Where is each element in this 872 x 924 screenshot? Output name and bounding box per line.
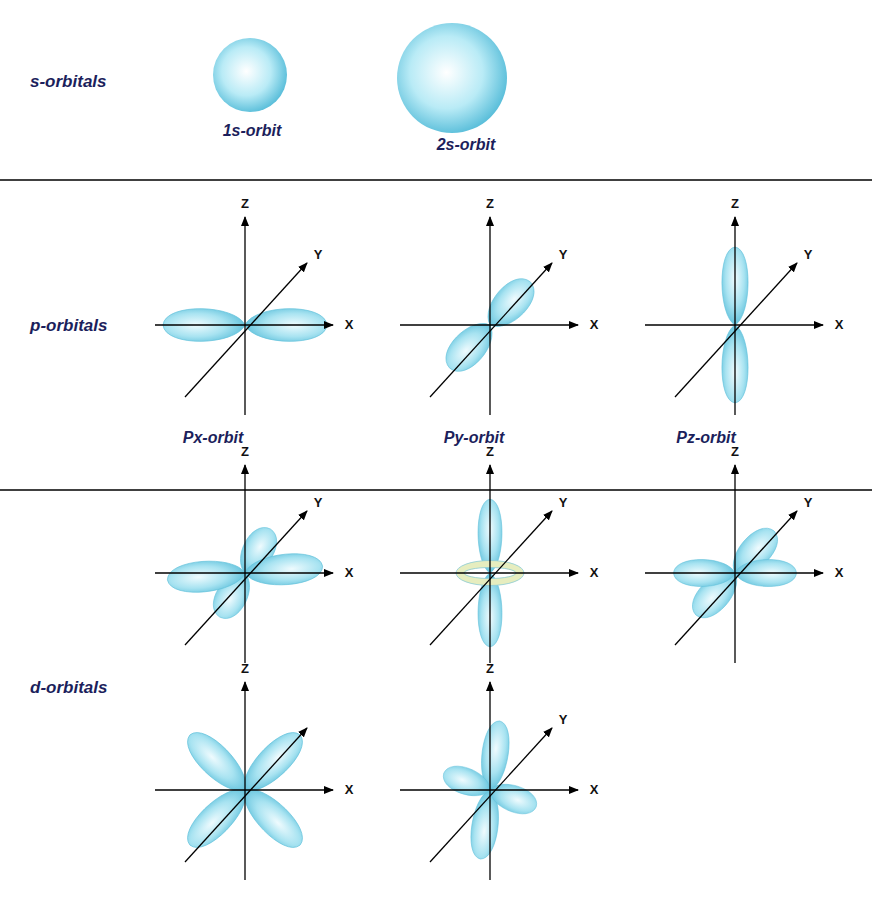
axis-label: X xyxy=(590,318,599,332)
dxz-orbital xyxy=(155,682,333,880)
axis-label: Y xyxy=(314,496,323,510)
axis-label: X xyxy=(835,318,844,332)
dyz-orbital xyxy=(400,682,578,880)
axis-label: X xyxy=(345,566,354,580)
orbital-name: Px-orbit xyxy=(183,429,243,447)
axis-label: X xyxy=(590,566,599,580)
pz-orbital xyxy=(645,217,823,415)
axis-label: Z xyxy=(486,197,494,211)
axis-label: X xyxy=(345,318,354,332)
axis-label: Y xyxy=(804,496,813,510)
px-orbital xyxy=(155,217,333,415)
s-orbital-sphere xyxy=(213,38,287,112)
orbital-name: Pz-orbit xyxy=(676,429,736,447)
axis-label: Z xyxy=(241,445,249,459)
axis-label: Z xyxy=(241,662,249,676)
orbital-name: Py-orbit xyxy=(444,429,504,447)
axis-label: Y xyxy=(559,713,568,727)
axis-label: Z xyxy=(486,662,494,676)
axis-label: Y xyxy=(559,248,568,262)
axis-label: Y xyxy=(559,496,568,510)
axis-label: Y xyxy=(804,248,813,262)
axis-label: Y xyxy=(314,248,323,262)
divider-line xyxy=(0,179,872,181)
dx2y2-orbital xyxy=(645,465,823,663)
section-label: s-orbitals xyxy=(30,73,107,92)
section-label: p-orbitals xyxy=(30,317,107,336)
axis-label: Z xyxy=(731,445,739,459)
orbital-name: 1s-orbit xyxy=(223,122,282,140)
axis-label: X xyxy=(590,783,599,797)
orbital-name: 2s-orbit xyxy=(437,136,496,154)
py-orbital xyxy=(400,217,578,415)
axis-label: Z xyxy=(241,197,249,211)
axis-label: X xyxy=(835,566,844,580)
axis-label: Z xyxy=(486,445,494,459)
dxy-orbital xyxy=(155,465,333,663)
section-label: d-orbitals xyxy=(30,679,107,698)
axis-label: X xyxy=(345,783,354,797)
axis-label: Z xyxy=(731,197,739,211)
divider-line xyxy=(0,489,872,491)
s-orbital-sphere xyxy=(397,23,507,133)
dz2-orbital xyxy=(400,465,578,663)
